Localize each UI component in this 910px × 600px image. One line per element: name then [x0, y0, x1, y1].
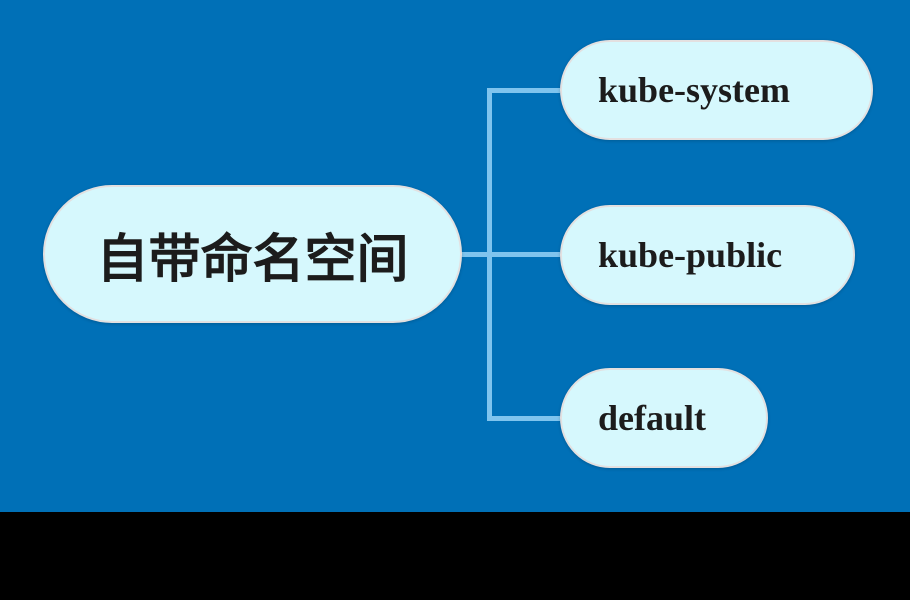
child-node-label: kube-public	[598, 235, 783, 275]
connector-root-to-trunk	[459, 252, 560, 257]
child-node-kube-system[interactable]: kube-system	[560, 40, 873, 140]
child-node-kube-public[interactable]: kube-public	[560, 205, 855, 305]
bottom-letterbox-bar	[0, 512, 910, 600]
child-node-default[interactable]: default	[560, 368, 768, 468]
child-node-label: default	[598, 398, 706, 438]
connector-to-default	[487, 416, 560, 421]
root-node[interactable]: 自带命名空间	[43, 185, 462, 323]
connector-to-kube-system	[487, 88, 560, 93]
mindmap-canvas: 自带命名空间 kube-system kube-public default	[0, 0, 910, 512]
root-node-label: 自带命名空间	[96, 230, 409, 289]
child-node-label: kube-system	[598, 70, 791, 110]
